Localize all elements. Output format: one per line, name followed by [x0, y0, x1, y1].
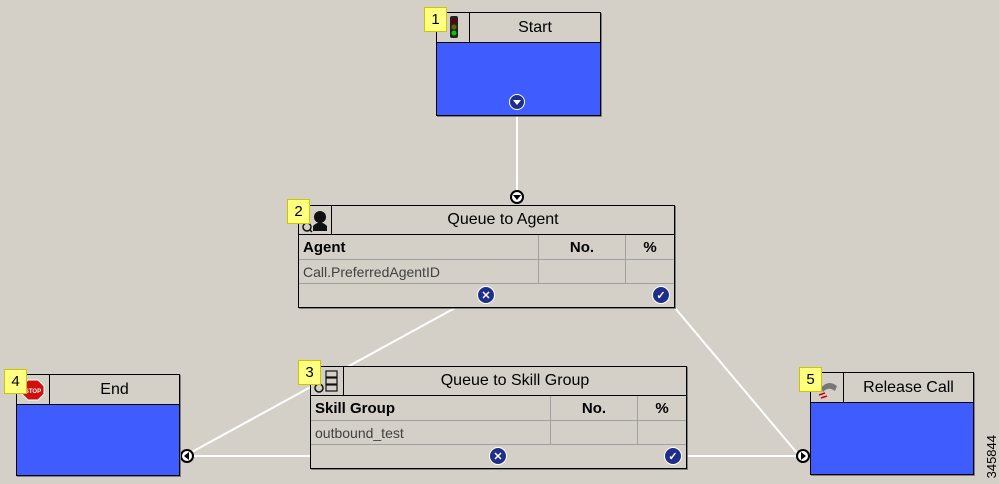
stop-sign-icon: STOP: [17, 375, 50, 404]
agent-input-port: [510, 190, 524, 204]
release-call-node[interactable]: Release Call: [810, 372, 974, 475]
agent-value: Call.PreferredAgentID: [299, 260, 539, 283]
agent-step-badge: 2: [287, 199, 310, 224]
end-step-badge: 4: [4, 369, 27, 394]
end-input-port: [180, 449, 194, 463]
release-call-title: Release Call: [863, 378, 954, 396]
skill-group-value: outbound_test: [311, 421, 551, 444]
agent-table-row[interactable]: Call.PreferredAgentID: [299, 260, 674, 284]
no-column-header: No.: [539, 235, 626, 259]
agent-footer: ✕ ✓: [299, 281, 674, 307]
start-title: Start: [518, 18, 552, 36]
x-circle-icon[interactable]: ✕: [477, 286, 495, 304]
end-node[interactable]: STOP End: [16, 374, 180, 476]
figure-id: 345844: [984, 434, 999, 478]
check-circle-icon[interactable]: ✓: [664, 447, 682, 465]
check-circle-icon[interactable]: ✓: [652, 286, 670, 304]
no-column-header: No.: [551, 396, 638, 420]
skill-table-header: Skill Group No. %: [311, 396, 686, 421]
start-output-port[interactable]: [509, 94, 525, 110]
svg-text:STOP: STOP: [25, 389, 41, 395]
skill-no-value: [551, 421, 638, 444]
agent-no-value: [539, 260, 626, 283]
queue-to-agent-node[interactable]: Queue to Agent Agent No. % Call.Preferre…: [298, 205, 675, 308]
queue-to-skill-group-title: Queue to Skill Group: [440, 372, 590, 389]
skill-table-row[interactable]: outbound_test: [311, 421, 686, 445]
release-step-badge: 5: [799, 367, 822, 392]
release-input-port: [796, 449, 810, 463]
start-body: [437, 43, 600, 115]
percent-column-header: %: [643, 238, 657, 256]
skill-step-badge: 3: [298, 360, 321, 385]
end-title: End: [100, 380, 129, 398]
agent-percent-value: [626, 260, 674, 283]
skill-percent-value: [638, 421, 686, 444]
agent-column-header: Agent: [299, 235, 539, 259]
start-node[interactable]: Start: [436, 12, 601, 116]
skill-group-column-header: Skill Group: [311, 396, 551, 420]
end-body: [17, 405, 179, 475]
agent-table-header: Agent No. %: [299, 235, 674, 260]
skill-footer: ✕ ✓: [311, 442, 686, 468]
queue-to-skill-group-node[interactable]: Queue to Skill Group Skill Group No. % o…: [310, 366, 687, 469]
queue-to-agent-title: Queue to Agent: [447, 211, 559, 228]
percent-column-header: %: [655, 399, 669, 417]
x-circle-icon[interactable]: ✕: [489, 447, 507, 465]
start-step-badge: 1: [424, 7, 447, 32]
connector-agent-to-release: [674, 307, 798, 454]
release-call-body: [811, 403, 973, 474]
